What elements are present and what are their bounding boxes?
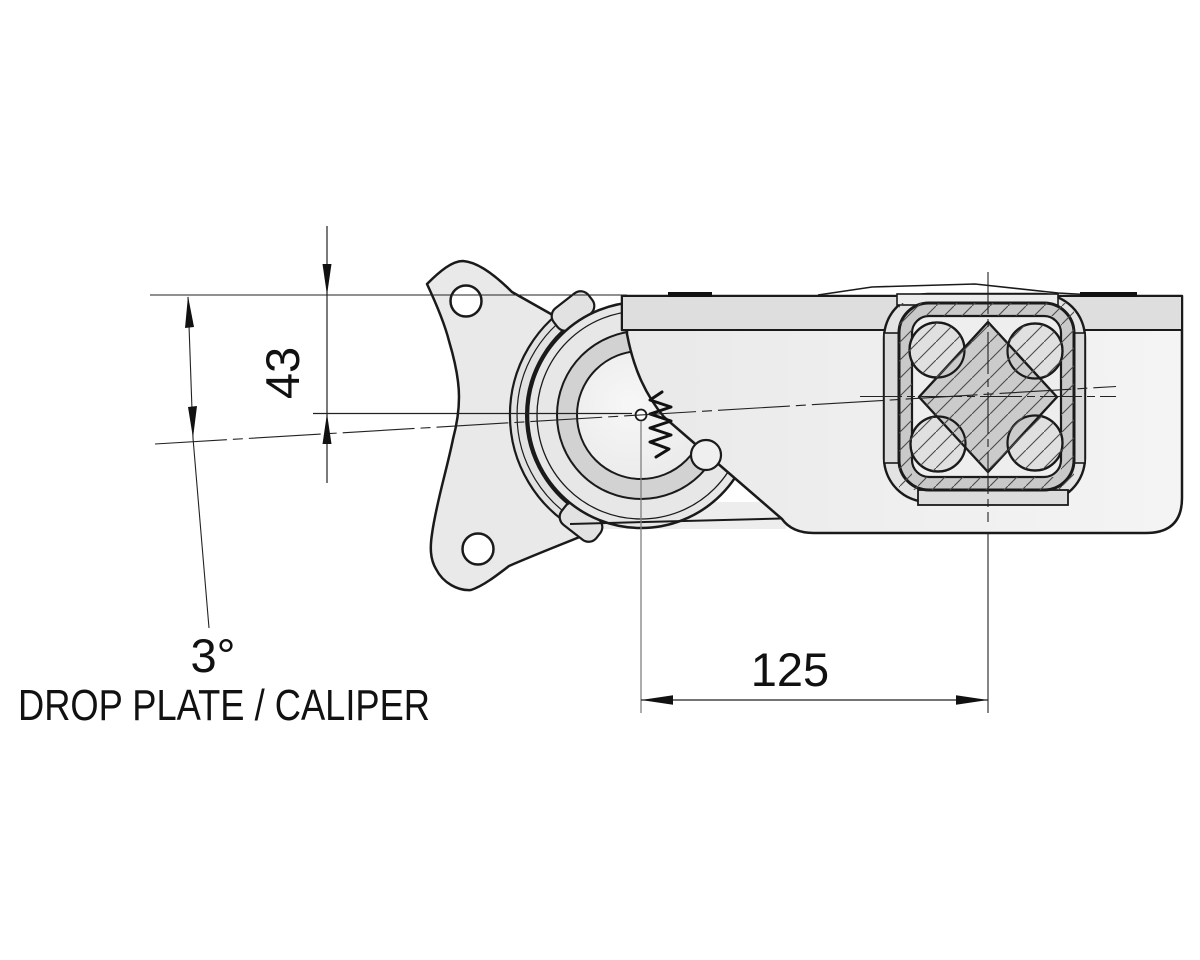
serration-symbol [648, 390, 673, 459]
dim125-arrow-right [956, 695, 988, 705]
dim43-arrow-bottom [322, 413, 332, 444]
dim43-value: 43 [256, 347, 309, 399]
weld-bead-profile [817, 283, 1095, 296]
angle-arrow-bottom [188, 406, 197, 438]
bracket-hole-bottom [461, 532, 495, 566]
angle-arrow-top [185, 296, 194, 328]
center-lines [150, 272, 1117, 713]
dimension-43: 43 [256, 226, 332, 483]
section-hatching [899, 303, 1074, 490]
dimension-125: 125 [641, 643, 988, 705]
axle-collar [508, 290, 604, 543]
arm-bottom-edge-line [569, 517, 782, 525]
angle-dim-line [187, 296, 210, 629]
edge-stop-boss [689, 438, 723, 472]
weld-mark-right [1080, 292, 1137, 297]
torsion-axle-section [882, 292, 1087, 506]
dim125-arrow-left [641, 695, 673, 705]
dim125-value: 125 [751, 643, 829, 696]
collar-lip-line [516, 304, 586, 526]
angle-callout-label: DROP PLATE / CALIPER [18, 681, 430, 730]
bracket-hole-top [449, 284, 483, 318]
clamp-strap-bottom [917, 489, 1069, 506]
dimension-angle: 3° DROP PLATE / CALIPER [18, 296, 430, 730]
angle-value: 3° [191, 629, 236, 682]
dim43-arrow-top [322, 264, 332, 295]
weld-mark-left [668, 292, 712, 297]
